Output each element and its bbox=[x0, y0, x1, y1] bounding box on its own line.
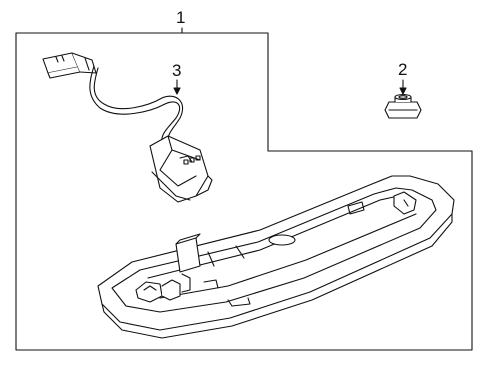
callout-3: 3 bbox=[172, 61, 182, 80]
push-nut-part bbox=[384, 93, 422, 119]
assembly-box-outline bbox=[15, 32, 473, 351]
leader-arrow-2 bbox=[399, 79, 407, 95]
wiring-harness-part bbox=[42, 52, 213, 203]
callout-2: 2 bbox=[398, 60, 408, 79]
leader-arrow-3 bbox=[173, 79, 181, 95]
lamp-housing-part bbox=[97, 175, 455, 339]
callout-1: 1 bbox=[176, 8, 186, 27]
